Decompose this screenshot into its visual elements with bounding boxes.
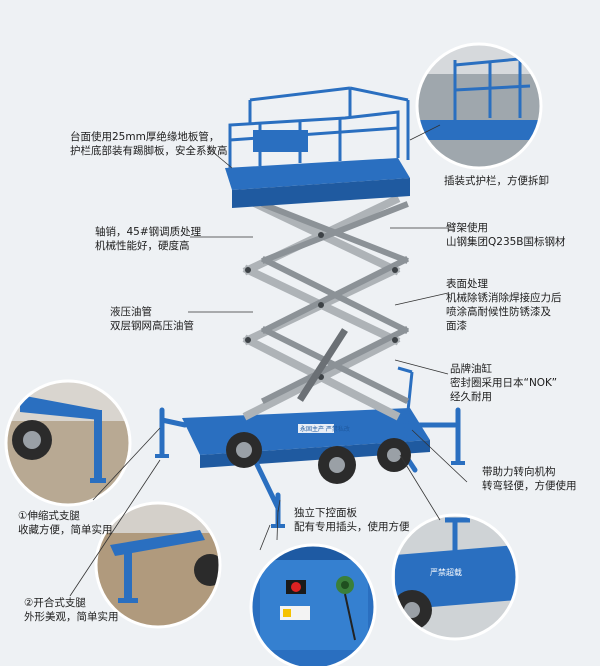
- annotation-control-panel-line2: 配有专用插头，使用方便: [294, 521, 410, 533]
- annotation-tube-line2: 山钢集团Q235B国标钢材: [446, 236, 566, 248]
- annotation-platform-line2: 护栏底部装有踢脚板，安全系数高: [70, 145, 228, 157]
- scissor-arms-rear: [260, 201, 410, 405]
- annotation-tube: 臂架使用 山钢集团Q235B国标钢材: [446, 221, 566, 249]
- leader-lines: [69, 124, 468, 597]
- annotation-steering: 带助力转向机构 转弯轻便，方便使用: [482, 465, 577, 493]
- annotation-cylinder-line3: 经久耐用: [450, 391, 492, 403]
- annotation-axle-line1: 轴销，45#钢调质处理: [95, 226, 202, 238]
- annotation-axle-line2: 机械性能好，硬度高: [95, 240, 190, 252]
- annotation-guardrail: 插装式护栏，方便拆卸: [444, 174, 549, 188]
- annotation-pipe-line2: 双层钢网高压油管: [110, 320, 194, 332]
- inset-steering: 严禁超载: [391, 513, 519, 641]
- annotation-platform: 台面使用25mm厚绝缘地板管， 护栏底部装有踢脚板，安全系数高: [70, 130, 228, 158]
- annotation-tube-line1: 臂架使用: [446, 222, 488, 234]
- work-platform: [225, 86, 410, 208]
- annotation-telescopic-leg-line1: ①伸缩式支腿: [18, 510, 80, 522]
- annotation-control-panel: 独立下控面板 配有专用插头，使用方便: [294, 506, 410, 534]
- axle-pins: [245, 232, 398, 380]
- annotation-cylinder: 品牌油缸 密封圈采用日本“NOK” 经久耐用: [450, 362, 557, 404]
- tow-bar: [397, 366, 414, 441]
- annotation-telescopic-leg: ①伸缩式支腿 收藏方便，简单实用: [18, 509, 113, 537]
- handle-plate-text: 严禁超载: [430, 567, 462, 577]
- annotation-surface-line1: 表面处理: [446, 278, 488, 290]
- annotation-axle: 轴销，45#钢调质处理 机械性能好，硬度高: [95, 225, 201, 253]
- annotation-guardrail-line1: 插装式护栏，方便拆卸: [444, 175, 549, 187]
- inset-guardrail: [415, 42, 543, 170]
- annotation-cylinder-line1: 品牌油缸: [450, 363, 492, 375]
- annotation-pipe-line1: 液压油管: [110, 306, 152, 318]
- annotation-surface: 表面处理 机械除锈消除焊接应力后 喷涂高耐候性防锈漆及 面漆: [446, 277, 562, 333]
- outrigger-feet: [155, 454, 465, 528]
- inset-telescopic-leg: [4, 379, 132, 507]
- annotation-control-panel-line1: 独立下控面板: [294, 507, 357, 519]
- wheels: [226, 432, 411, 484]
- annotation-steering-line1: 带助力转向机构: [482, 466, 556, 478]
- inset-swing-leg: [94, 501, 222, 629]
- annotation-swing-leg-line2: 外形美观，简单实用: [24, 611, 119, 623]
- annotation-surface-line3: 喷涂高耐候性防锈漆及: [446, 306, 551, 318]
- annotation-pipe: 液压油管 双层钢网高压油管: [110, 305, 194, 333]
- annotation-surface-line4: 面漆: [446, 320, 467, 332]
- annotation-surface-line2: 机械除锈消除焊接应力后: [446, 292, 562, 304]
- annotation-platform-line1: 台面使用25mm厚绝缘地板管，: [70, 131, 220, 143]
- annotation-swing-leg-line1: ②开合式支腿: [24, 597, 86, 609]
- hydraulic-cylinder: [297, 328, 348, 402]
- side-plate-text: 永固主产 严禁私改: [300, 425, 350, 433]
- annotation-swing-leg: ②开合式支腿 外形美观，简单实用: [24, 596, 119, 624]
- inset-control-panel: [249, 543, 377, 666]
- annotation-steering-line2: 转弯轻便，方便使用: [482, 480, 577, 492]
- annotation-telescopic-leg-line2: 收藏方便，简单实用: [18, 524, 113, 536]
- annotation-cylinder-line2: 密封圈采用日本“NOK”: [450, 377, 558, 389]
